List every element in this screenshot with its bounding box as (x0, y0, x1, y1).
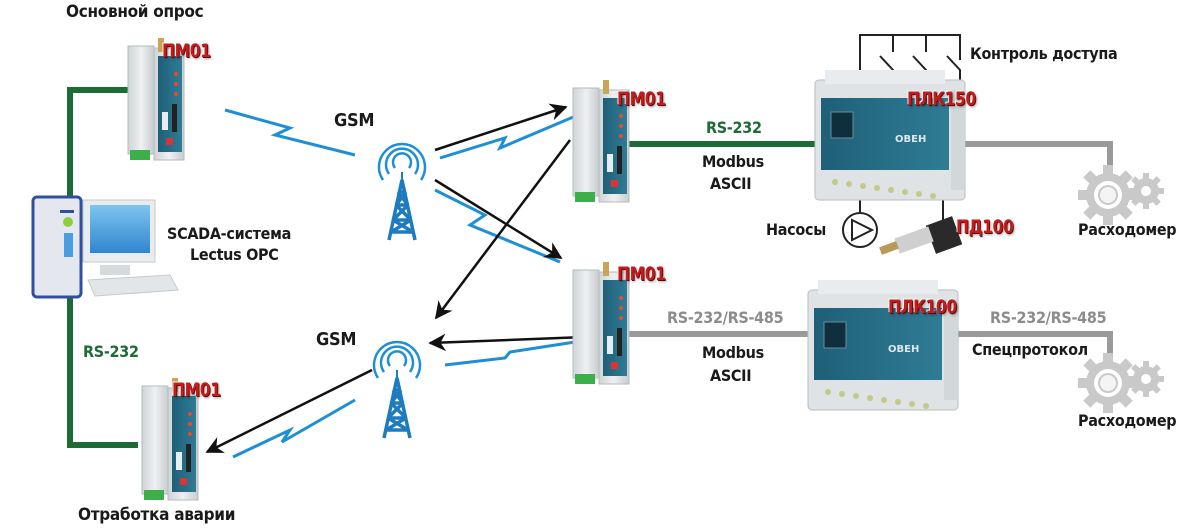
modem-tag-top-left: ПМ01 (162, 40, 211, 62)
access-control-label: Контроль доступа (970, 44, 1118, 63)
scada-system-label: SCADA-система (167, 224, 291, 243)
modem-tag-top-right: ПМ01 (617, 88, 666, 110)
main-poll-label: Основной опрос (66, 2, 204, 22)
top-link-interface: RS-232 (706, 118, 762, 137)
scada-computer-icon (31, 195, 179, 299)
signal-arrows (205, 103, 586, 454)
gsm-bottom-label: GSM (316, 329, 357, 350)
plc100-tag: ПЛК100 (888, 296, 957, 318)
pumps-label: Насосы (766, 220, 826, 239)
bottom-link-protocol-1: Modbus (702, 343, 764, 362)
flowmeter-bottom-icon (1078, 353, 1164, 413)
flowmeter-bottom-label: Расходомер (1078, 411, 1177, 430)
wire-plc100-flowmeter (958, 331, 1113, 360)
bottom-link-protocol-2: ASCII (710, 366, 752, 385)
scada-product-label: Lectus OPC (190, 245, 279, 264)
wire-plc150-flowmeter (958, 141, 1113, 170)
plc150-tag: ПЛК150 (907, 88, 976, 110)
alarm-handling-label: Отработка аварии (78, 505, 236, 525)
top-link-protocol-1: Modbus (702, 152, 764, 171)
radio-links (224, 108, 579, 459)
gsm-top-label: GSM (334, 110, 375, 131)
modem-tag-bottom-right: ПМ01 (617, 263, 666, 285)
gsm-tower-bottom (372, 340, 422, 440)
pressure-sensor-tag: ПД100 (956, 216, 1014, 238)
plc100-flowmeter-protocol: Спецпротокол (972, 340, 1088, 359)
gsm-tower-top (377, 142, 427, 242)
pc-rs232-label: RS-232 (83, 342, 139, 361)
pressure-sensor-icon (879, 216, 963, 255)
bottom-link-interface: RS-232/RS-485 (667, 308, 784, 327)
flowmeter-top-icon (1078, 165, 1164, 225)
plc100-flowmeter-interface: RS-232/RS-485 (990, 308, 1107, 327)
modem-tag-bottom-left: ПМ01 (172, 379, 221, 401)
top-link-protocol-2: ASCII (710, 174, 752, 193)
flowmeter-top-label: Расходомер (1078, 220, 1177, 239)
